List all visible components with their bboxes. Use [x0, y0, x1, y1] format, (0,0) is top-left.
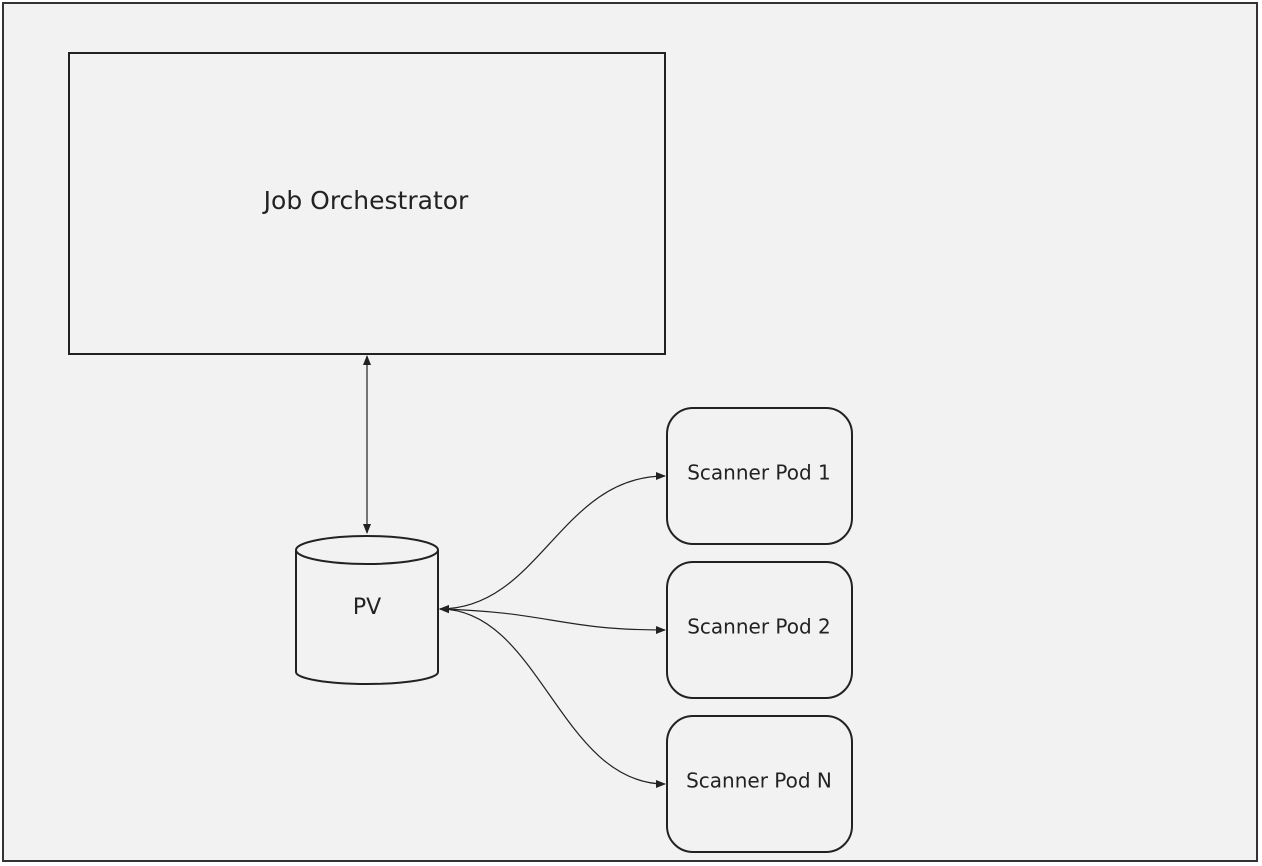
- pv-node[interactable]: PV: [295, 535, 439, 685]
- scanner-pod-n-box: [666, 715, 853, 853]
- scanner-pod-2-box: [666, 561, 853, 699]
- orchestrator-node[interactable]: Job Orchestrator: [68, 52, 666, 355]
- scanner-pod-2-node[interactable]: Scanner Pod 2: [666, 561, 853, 699]
- pv-cylinder-body: [295, 550, 439, 685]
- orchestrator-box: [68, 52, 666, 355]
- pv-label: PV: [353, 595, 381, 620]
- edge-pv-pod-n: [439, 605, 666, 788]
- orchestrator-label: Job Orchestrator: [262, 186, 469, 215]
- scanner-pod-1-node[interactable]: Scanner Pod 1: [666, 407, 853, 545]
- scanner-pod-n-node[interactable]: Scanner Pod N: [666, 715, 853, 853]
- scanner-pod-n-label: Scanner Pod N: [686, 769, 832, 793]
- scanner-pod-1-box: [666, 407, 853, 545]
- edge-pv-pod-1: [439, 472, 666, 613]
- pv-cylinder-top: [295, 535, 439, 565]
- scanner-pod-2-label: Scanner Pod 2: [687, 615, 831, 639]
- scanner-pod-1-label: Scanner Pod 1: [687, 461, 831, 485]
